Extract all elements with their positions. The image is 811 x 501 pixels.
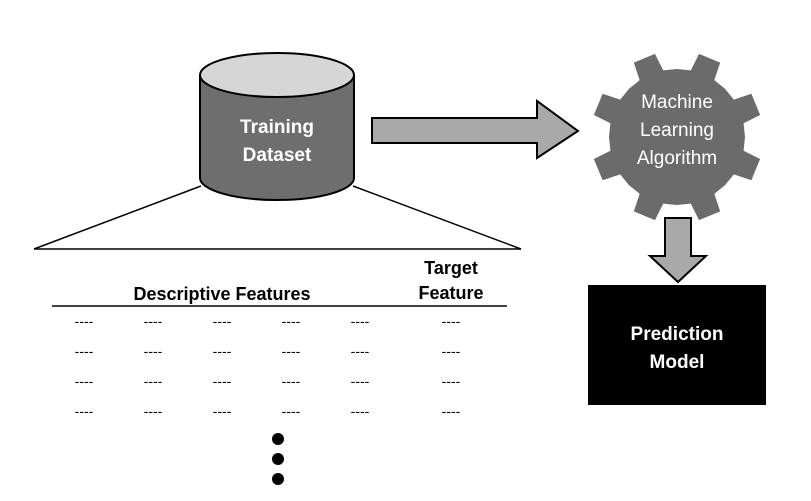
table-cell: ---- xyxy=(213,313,232,329)
more-rows-ellipsis xyxy=(272,433,284,485)
table-cell: ---- xyxy=(213,373,232,389)
prediction-model-box: Prediction Model xyxy=(588,285,766,405)
table-row: ---- ---- ---- ---- ---- ---- xyxy=(75,373,461,389)
table-cell: ---- xyxy=(351,403,370,419)
table-cell: ---- xyxy=(282,403,301,419)
target-cell: ---- xyxy=(442,343,461,359)
ellipsis-dot xyxy=(272,433,284,445)
model-label-line2: Model xyxy=(650,352,705,373)
algorithm-label-line3: Algorithm xyxy=(637,148,717,169)
ellipsis-dot xyxy=(272,453,284,465)
expansion-line-left xyxy=(33,185,202,250)
expansion-lines xyxy=(33,185,522,250)
target-feature-header-line2: Feature xyxy=(418,283,483,303)
table-cell: ---- xyxy=(282,373,301,389)
prediction-model-rect xyxy=(588,285,766,405)
table-cell: ---- xyxy=(282,313,301,329)
table-cell: ---- xyxy=(75,313,94,329)
table-cell: ---- xyxy=(144,373,163,389)
table-cell: ---- xyxy=(213,403,232,419)
machine-learning-algorithm-gear: Machine Learning Algorithm xyxy=(593,53,761,221)
table-row: ---- ---- ---- ---- ---- ---- xyxy=(75,313,461,329)
cylinder-top xyxy=(199,52,355,98)
table-cell: ---- xyxy=(144,313,163,329)
ellipsis-dot xyxy=(272,473,284,485)
arrow-to-algorithm xyxy=(371,99,580,160)
expansion-line-right xyxy=(352,185,522,250)
table-cell: ---- xyxy=(75,373,94,389)
table-cell: ---- xyxy=(282,343,301,359)
table-row: ---- ---- ---- ---- ---- ---- xyxy=(75,403,461,419)
target-cell: ---- xyxy=(442,313,461,329)
model-label-line1: Prediction xyxy=(631,324,724,345)
descriptive-features-header: Descriptive Features xyxy=(133,284,310,304)
table-cell: ---- xyxy=(144,403,163,419)
feature-table: Descriptive Features Target Feature ----… xyxy=(52,258,507,485)
table-cell: ---- xyxy=(75,343,94,359)
table-cell: ---- xyxy=(351,343,370,359)
target-cell: ---- xyxy=(442,373,461,389)
target-cell: ---- xyxy=(442,403,461,419)
algorithm-label-line2: Learning xyxy=(640,120,714,141)
table-cell: ---- xyxy=(144,343,163,359)
dataset-label-line1: Training xyxy=(240,117,314,138)
table-cell: ---- xyxy=(213,343,232,359)
training-dataset-cylinder: Training Dataset xyxy=(199,52,355,201)
algorithm-label-line1: Machine xyxy=(641,92,713,113)
table-cell: ---- xyxy=(351,313,370,329)
table-cell: ---- xyxy=(351,373,370,389)
gear-icon xyxy=(593,53,761,221)
arrow-to-model xyxy=(647,217,709,284)
table-cell: ---- xyxy=(75,403,94,419)
dataset-label-line2: Dataset xyxy=(243,145,312,166)
target-feature-header-line1: Target xyxy=(424,258,478,278)
cylinder-body xyxy=(199,74,355,201)
table-row: ---- ---- ---- ---- ---- ---- xyxy=(75,343,461,359)
